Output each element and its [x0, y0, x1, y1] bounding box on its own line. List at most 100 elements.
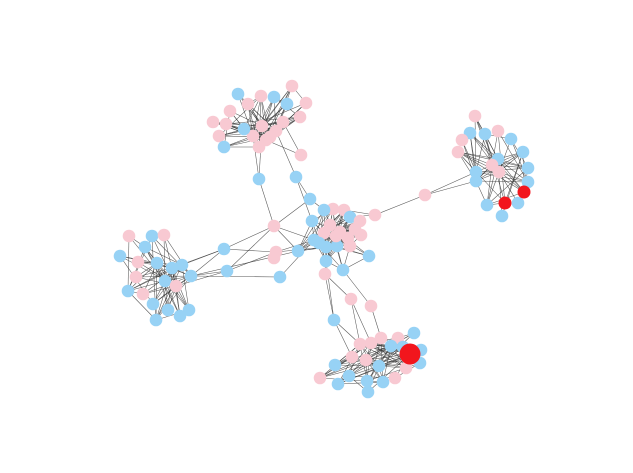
pink-node: [206, 115, 220, 129]
blue-node: [480, 198, 494, 212]
red-node: [399, 343, 421, 365]
pink-node: [157, 228, 171, 242]
pink-node: [374, 331, 388, 345]
pink-node: [122, 229, 136, 243]
pink-node: [246, 129, 260, 143]
bridge-edge: [190, 275, 281, 278]
blue-node: [361, 385, 375, 399]
left-cluster-edge: [156, 262, 181, 317]
blue-node: [149, 313, 163, 327]
pink-node: [219, 117, 233, 131]
blue-node: [317, 203, 331, 217]
pink-node: [451, 145, 465, 159]
blue-node: [478, 127, 492, 141]
pink-node: [329, 229, 343, 243]
right-cluster-edge: [486, 164, 493, 206]
bridge-edge: [273, 225, 315, 241]
pink-node: [293, 110, 307, 124]
bridge-edge: [374, 194, 426, 216]
blue-node: [312, 236, 326, 250]
left-cluster-edge: [127, 246, 146, 292]
red-node-edge: [497, 158, 525, 193]
center-cluster-edge: [297, 209, 325, 252]
blue-node: [182, 303, 196, 317]
blue-bridge-node: [252, 172, 266, 186]
blue-node: [504, 132, 518, 146]
blue-node: [360, 374, 374, 388]
pink-bridge-node: [267, 219, 281, 233]
blue-node: [521, 175, 535, 189]
blue-node: [343, 210, 357, 224]
bridge-edge: [333, 319, 353, 358]
right-cluster-edge: [497, 158, 529, 183]
blue-node: [158, 274, 172, 288]
blue-node: [511, 196, 525, 210]
blue-node: [113, 249, 127, 263]
pink-node: [353, 337, 367, 351]
pink-node: [354, 228, 368, 242]
blue-node: [362, 249, 376, 263]
pink-node: [455, 133, 469, 147]
pink-node: [259, 133, 273, 147]
red-node-edge: [504, 151, 524, 204]
bridge-edge: [223, 248, 277, 253]
blue-node: [145, 229, 159, 243]
blue-node: [384, 339, 398, 353]
red-node: [517, 185, 531, 199]
red-node-edge: [457, 151, 525, 193]
node-layer: [113, 79, 535, 399]
pink-node: [359, 353, 373, 367]
pink-node: [285, 79, 299, 93]
blue-node: [342, 369, 356, 383]
pink-node: [345, 350, 359, 364]
blue-node: [372, 359, 386, 373]
right-cluster-edge: [486, 167, 529, 206]
pink-node: [136, 287, 150, 301]
bridge-edge: [226, 251, 277, 272]
bridge-edge: [342, 269, 372, 307]
bridge-edge: [223, 225, 275, 250]
pink-node: [169, 279, 183, 293]
blue-node: [267, 90, 281, 104]
bridge-edge: [424, 180, 477, 196]
left-cluster-edge: [127, 235, 130, 292]
right-cluster-edge: [469, 132, 499, 160]
pink-node: [313, 371, 327, 385]
right-cluster-edge: [510, 138, 529, 183]
pink-bridge-node: [418, 188, 432, 202]
pink-node: [364, 336, 378, 350]
pink-node: [131, 255, 145, 269]
blue-node: [407, 326, 421, 340]
blue-node: [175, 258, 189, 272]
left-cluster-edge: [128, 235, 166, 282]
blue-node: [521, 161, 535, 175]
blue-node: [469, 174, 483, 188]
pink-node: [341, 231, 355, 245]
top-cluster-edge: [260, 95, 267, 141]
bottom-cluster-edge: [319, 343, 361, 379]
top-cluster-edge: [260, 95, 271, 138]
bridge-edge: [279, 239, 315, 278]
blue-node: [331, 377, 345, 391]
blue-node: [305, 214, 319, 228]
left-cluster-edge: [119, 255, 173, 269]
blue-node: [165, 261, 179, 275]
top-cluster-edge: [243, 102, 307, 130]
blue-node: [231, 87, 245, 101]
blue-node: [217, 140, 231, 154]
pink-bridge-node: [368, 208, 382, 222]
blue-bridge-node: [273, 270, 287, 284]
right-cluster-edge: [475, 133, 486, 173]
red-node: [498, 196, 512, 210]
blue-node: [376, 375, 390, 389]
pink-bridge-node: [344, 292, 358, 306]
blue-node: [280, 97, 294, 111]
pink-node: [468, 109, 482, 123]
pink-bridge-node: [364, 299, 378, 313]
bridge-edge: [175, 270, 228, 287]
left-cluster-edge: [155, 262, 158, 321]
bridge-edge: [190, 248, 225, 277]
blue-node: [138, 240, 152, 254]
pink-node: [212, 129, 226, 143]
